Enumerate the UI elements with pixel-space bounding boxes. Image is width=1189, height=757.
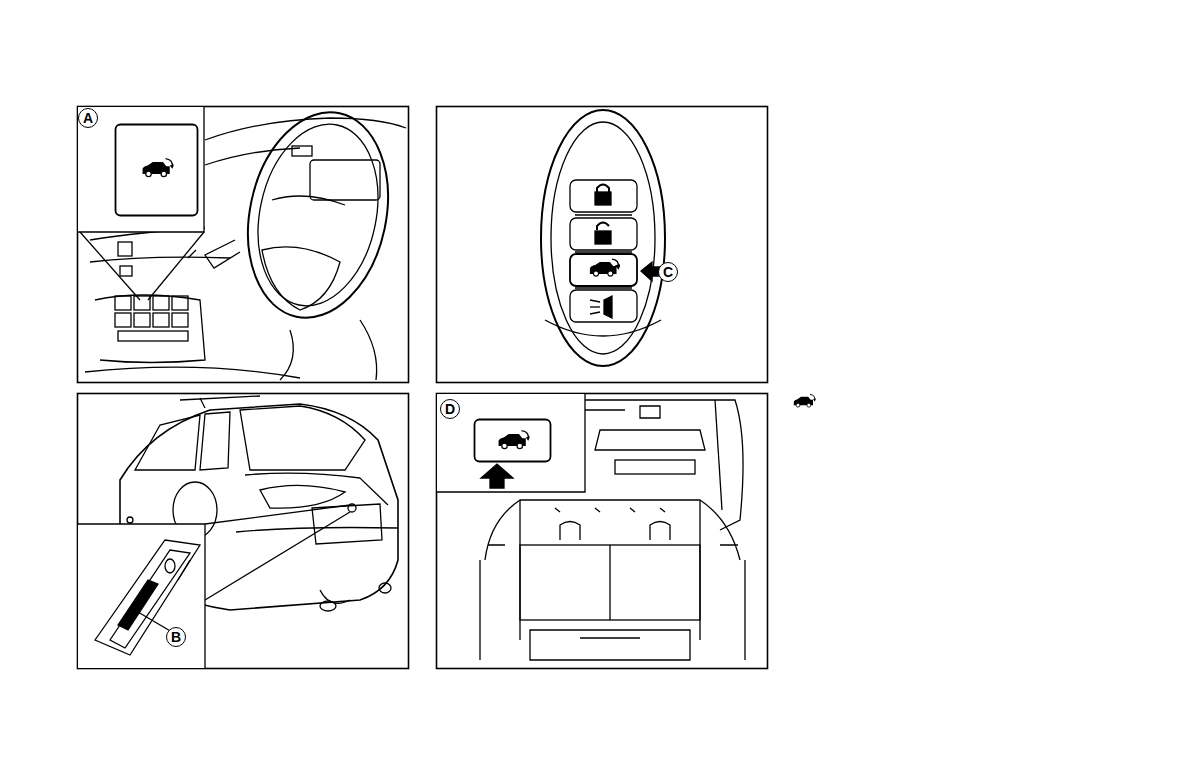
lift-gate-symbol [143, 159, 174, 177]
leader-line [585, 409, 625, 410]
leader-line [80, 232, 140, 300]
vehicle-open-gate [480, 400, 745, 660]
panel-frame [78, 394, 409, 669]
switch-inset [116, 125, 198, 216]
lift-gate-symbol [590, 259, 620, 276]
pointer-arrow [481, 464, 513, 488]
unlock-symbol [595, 223, 611, 245]
lock-symbol [595, 185, 611, 206]
leader-line [205, 512, 350, 600]
panel-frame [437, 107, 768, 383]
panel-frame [78, 107, 409, 383]
leader-line [138, 612, 172, 632]
lift-gate-symbol [794, 394, 816, 407]
callout-letter: A [78, 108, 98, 128]
inset-frame [78, 524, 205, 668]
handle-switch [95, 540, 200, 655]
callout-letter: B [166, 627, 186, 647]
callout-letter: D [440, 399, 460, 419]
panel-frame [437, 394, 768, 669]
callout-letter: C [658, 262, 678, 282]
inset-frame [78, 107, 204, 232]
switch-cluster [115, 296, 188, 341]
leader-line [205, 505, 350, 524]
switch-inset [475, 420, 551, 462]
leader-line [148, 232, 204, 300]
inset-frame [437, 394, 585, 492]
lift-gate-symbol [499, 431, 530, 449]
key-fob [541, 110, 665, 366]
panic-symbol [590, 296, 612, 318]
